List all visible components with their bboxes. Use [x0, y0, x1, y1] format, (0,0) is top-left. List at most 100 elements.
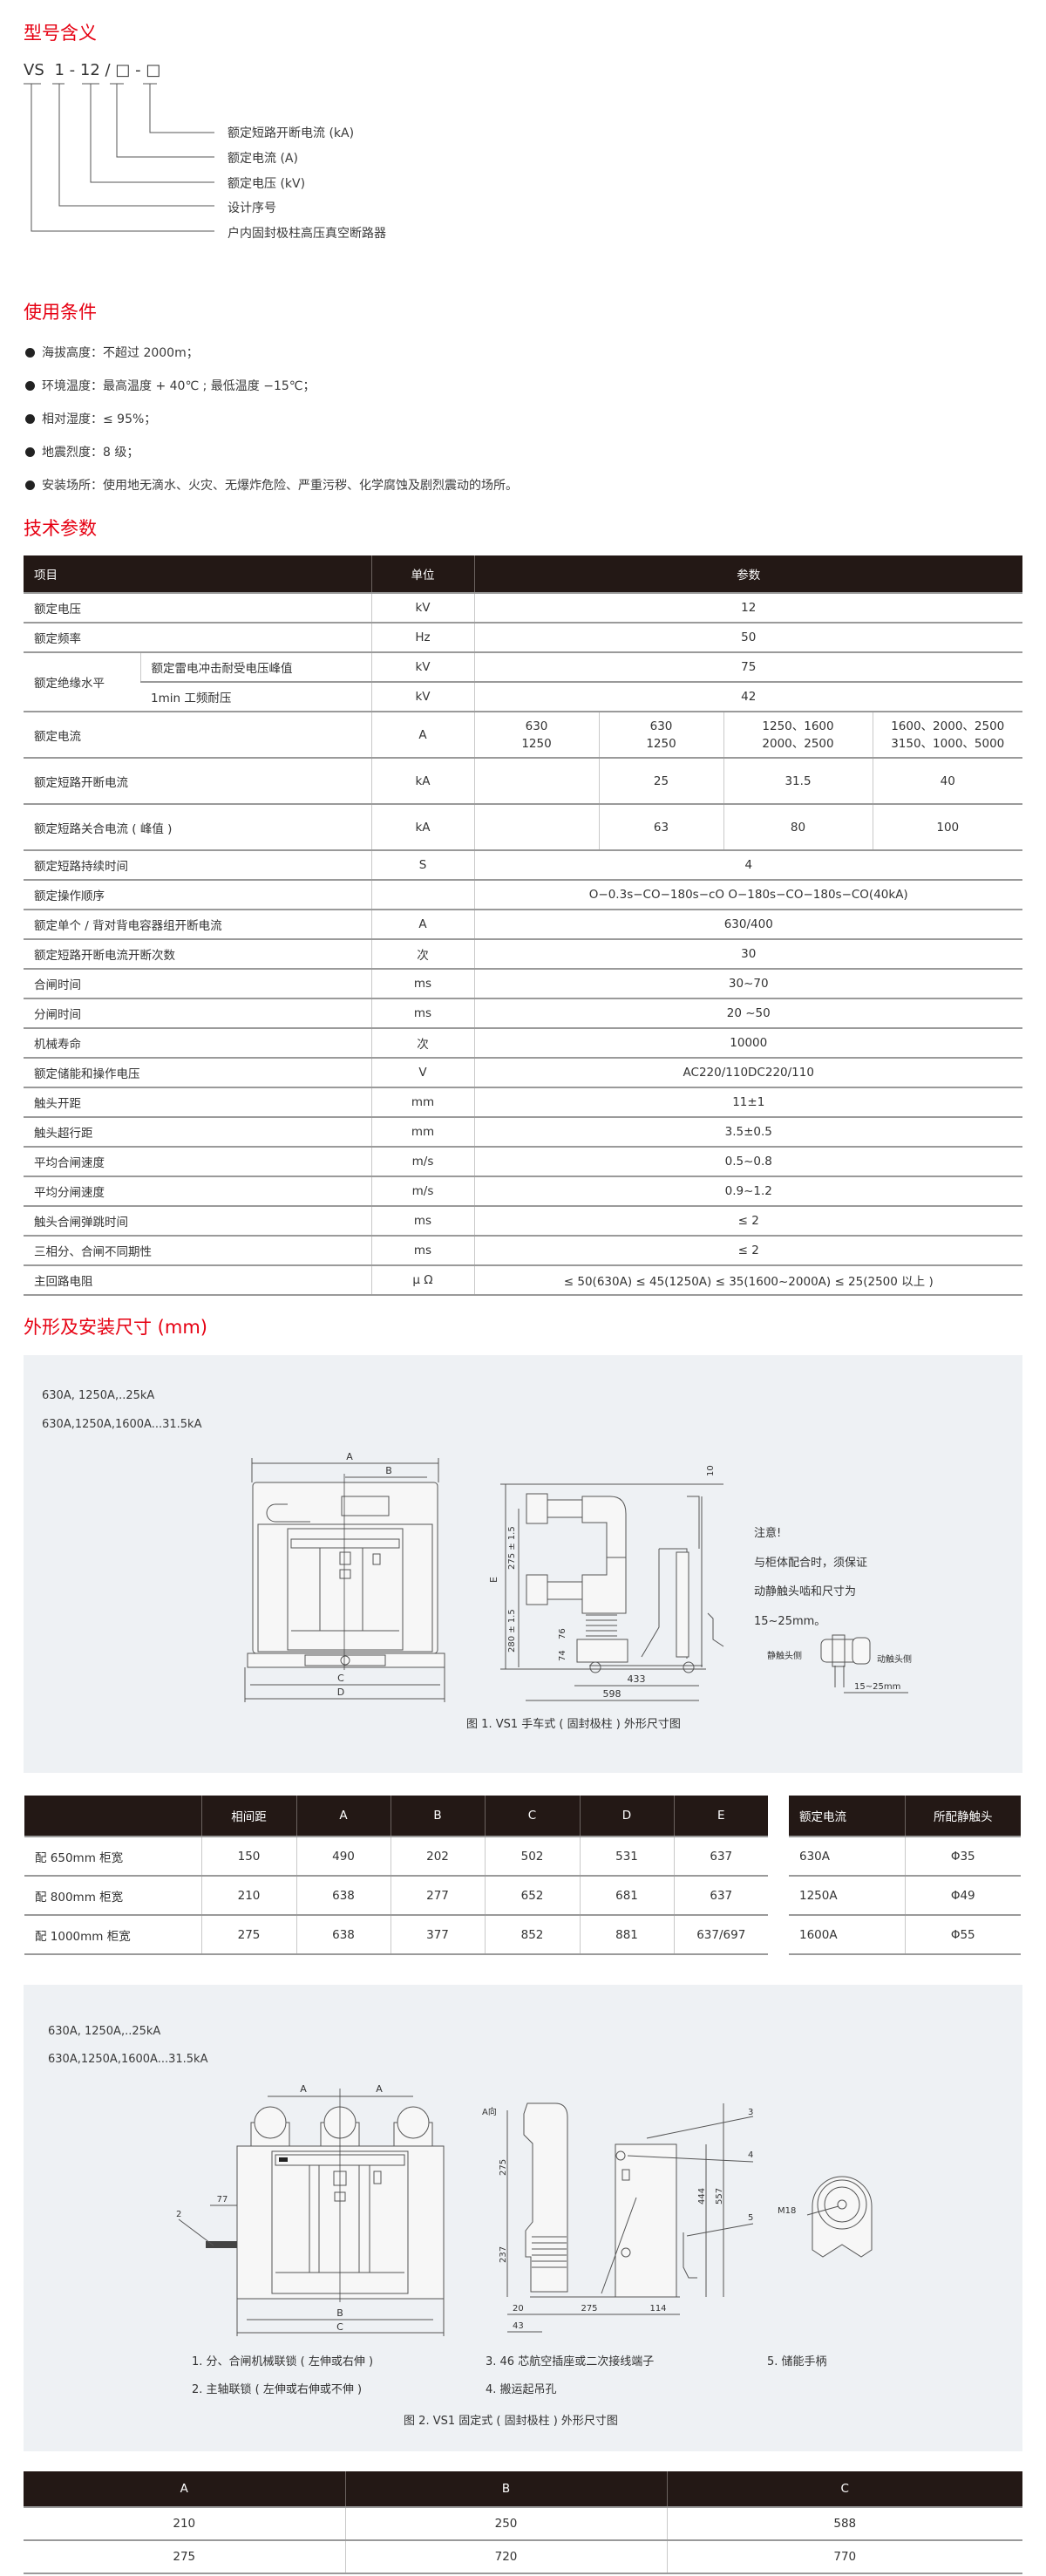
bullet-icon [25, 447, 35, 457]
condition-text: 环境温度：最高温度 + 40℃ ; 最低温度 −15℃； [42, 379, 316, 393]
note-line: 动静触头啮和尺寸为 [754, 1585, 857, 1598]
condition-text: 安装场所：使用地无滴水、火灾、无爆炸危险、严重污秽、化学腐蚀及剧烈震动的场所。 [42, 479, 518, 493]
table-header-row: 额定电流所配静触头 [789, 1796, 1021, 1837]
fig2-dim-20: 20 [513, 2304, 524, 2314]
param-name: 分闸时间 [24, 998, 371, 1028]
table-cell: 531 [579, 1836, 674, 1876]
param-value: 50 [473, 622, 1022, 652]
param-value: 11±1 [473, 1087, 1022, 1117]
fig1-dim-10: 10 [706, 1465, 716, 1476]
fig1-dim-598: 598 [603, 1688, 621, 1700]
param-name: 合闸时间 [24, 968, 371, 998]
code-series: VS [24, 61, 44, 79]
fig2-rating-1: 630A, 1250A,..25kA [48, 2025, 161, 2038]
param-name: 主回路电阻 [24, 1264, 371, 1296]
fig2-side-view: A向 275 237 444 557 3 4 5 20 275 114 43 [482, 2102, 753, 2333]
bullet-icon [25, 414, 35, 424]
param-unit: kA [370, 757, 474, 804]
param-value: 630 1250 [473, 711, 599, 758]
condition-item: 安装场所：使用地无滴水、火灾、无爆炸危险、严重污秽、化学腐蚀及剧烈震动的场所。 [25, 476, 518, 494]
column-header [24, 1796, 201, 1837]
fig2-callout-5: 5 [748, 2213, 753, 2223]
fig2-legend-2: 2. 主轴联锁 ( 左伸或右伸或不伸 ) [192, 2383, 363, 2396]
fig1-dim-a: A [346, 1451, 353, 1462]
fig1-contact-detail: 静触头侧 动触头侧 15~25mm [767, 1634, 912, 1693]
table-cell: Φ55 [904, 1914, 1021, 1955]
dims-section-title: 外形及安装尺寸 (mm) [24, 1317, 207, 1338]
param-name: 额定操作顺序 [24, 879, 371, 910]
param-value: 100 [872, 803, 1022, 850]
param-name: 额定电压 [24, 592, 371, 623]
param-value: 20 ~50 [473, 998, 1022, 1028]
condition-text: 地震烈度：8 级； [42, 446, 139, 460]
fig1-note: 注意! 与柜体配合时，须保证 动静触头啮和尺寸为 15~25mm。 [754, 1519, 867, 1636]
param-value: 31.5 [723, 757, 873, 804]
meaning-rated-current: 额定电流 (A) [228, 152, 298, 166]
code-voltage: 12 [79, 61, 100, 79]
header-item: 项目 [24, 555, 371, 593]
static-contact-label: 静触头侧 [767, 1650, 802, 1661]
fig2-dim-a-right: A [376, 2083, 383, 2095]
fig2-dim-114: 114 [649, 2304, 666, 2314]
table-cell: 1250A [789, 1875, 905, 1915]
model-code: VS 1 - 12 / □ - □ [24, 61, 160, 79]
fig1-dim-74: 74 [558, 1650, 567, 1661]
fig2-dim-557: 557 [715, 2188, 724, 2205]
fig2-dim-444: 444 [697, 2188, 707, 2205]
table-cell: 637/697 [673, 1914, 768, 1955]
column-header: D [579, 1796, 674, 1837]
code-design: 1 [54, 61, 65, 79]
fig1-side-view: E 275 ± 1.5 280 ± 1.5 76 74 433 598 10 [488, 1465, 724, 1701]
param-unit: m/s [370, 1176, 474, 1206]
code-breaking: □ [146, 61, 161, 79]
fig1-dim-e: E [488, 1577, 499, 1583]
fig2-callout-2: 2 [176, 2210, 181, 2219]
condition-item: 海拔高度：不超过 2000m； [25, 344, 199, 361]
fig2-direction-label: A向 [482, 2106, 497, 2117]
column-header: B [390, 1796, 485, 1837]
table-cell: 852 [484, 1914, 580, 1955]
param-value: 75 [473, 651, 1022, 682]
fig2-dim-43: 43 [513, 2321, 524, 2331]
table-cell: 652 [484, 1875, 580, 1915]
table-cell: 490 [295, 1836, 391, 1876]
fig2-dim-b: B [336, 2307, 343, 2319]
meaning-breaking-current: 额定短路开断电流 (kA) [228, 126, 355, 140]
condition-item: 相对湿度：≤ 95%； [25, 410, 156, 427]
table-cell: 1600A [789, 1914, 905, 1955]
fig2-front-view: A A 77 2 B C [176, 2083, 445, 2336]
column-header: 额定电流 [789, 1796, 905, 1837]
condition-item: 环境温度：最高温度 + 40℃ ; 最低温度 −15℃； [25, 377, 316, 394]
conditions-section-title: 使用条件 [24, 302, 97, 323]
condition-item: 地震烈度：8 级； [25, 443, 139, 460]
table-cell: 配 650mm 柜宽 [24, 1836, 201, 1876]
column-header: A [24, 2471, 345, 2507]
table-cell: 638 [295, 1875, 391, 1915]
fig1-dim-433: 433 [628, 1673, 646, 1685]
param-name: 额定短路关合电流 ( 峰值 ) [24, 803, 371, 850]
fig2-dim-275h: 275 [581, 2304, 597, 2314]
fig1-dim-275: 275 ± 1.5 [507, 1526, 517, 1570]
table-cell: 681 [579, 1875, 674, 1915]
param-name: 三相分、合闸不同期性 [24, 1235, 371, 1265]
fig1-dim-280: 280 ± 1.5 [507, 1609, 517, 1653]
model-leader-lines [24, 83, 214, 232]
code-dash: - [69, 61, 76, 79]
fig2-m18-label: M18 [778, 2206, 796, 2216]
param-unit: ms [370, 1235, 474, 1265]
param-unit: 次 [370, 1027, 474, 1058]
param-value: 30 [473, 938, 1022, 969]
header-params: 参数 [473, 555, 1022, 593]
param-value: 25 [598, 757, 723, 804]
